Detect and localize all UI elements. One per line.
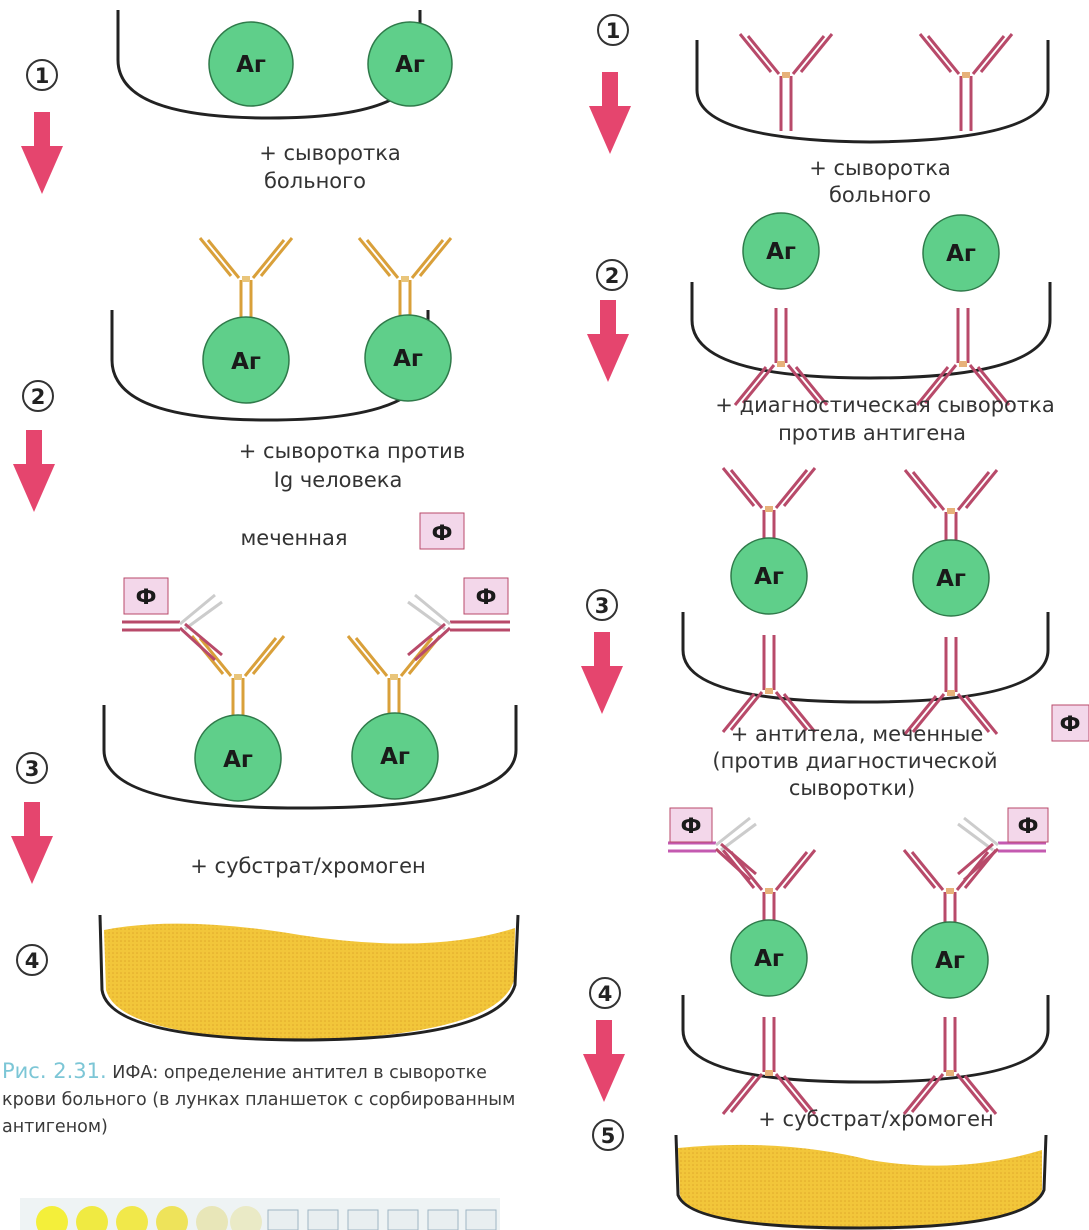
- antigen: Аг: [365, 315, 451, 401]
- step-label: (против диагностической: [712, 749, 997, 773]
- svg-text:Аг: Аг: [766, 239, 796, 265]
- step-label: больного: [829, 183, 931, 207]
- diagnostic-antibody: [723, 635, 815, 732]
- antigen: Аг: [923, 215, 999, 291]
- antigen: Аг: [912, 922, 988, 998]
- labeled-antibody: Ф: [668, 808, 756, 880]
- caption-number: Рис. 2.31.: [2, 1059, 107, 1083]
- arrow-down-icon: [587, 300, 629, 382]
- step-5-marker-right: 5: [593, 1120, 623, 1150]
- arrow-down-icon: [13, 430, 55, 512]
- step-label: против антигена: [778, 421, 966, 445]
- svg-text:Ф: Ф: [1018, 814, 1039, 838]
- antigen: Аг: [743, 213, 819, 289]
- diagnostic-antibody: [904, 1017, 996, 1114]
- antigen: Аг: [203, 317, 289, 403]
- svg-text:Аг: Аг: [236, 52, 266, 78]
- step-label: + антитела, меченные: [731, 722, 984, 746]
- antigen: Аг: [209, 22, 293, 106]
- arrow-down-icon: [583, 1020, 625, 1102]
- diagnostic-antibody: [905, 637, 997, 734]
- well: [104, 705, 516, 808]
- arrow-down-icon: [581, 632, 623, 714]
- svg-text:Аг: Аг: [754, 564, 784, 590]
- diagnostic-antibody: [917, 308, 1009, 405]
- svg-text:3: 3: [595, 594, 610, 618]
- diagnostic-antibody: [723, 1017, 815, 1114]
- step-2-marker-left: 2: [23, 381, 53, 411]
- svg-text:Ф: Ф: [432, 521, 453, 545]
- svg-text:Аг: Аг: [935, 948, 965, 974]
- antigen: Аг: [731, 538, 807, 614]
- svg-text:3: 3: [25, 757, 40, 781]
- step-1-marker-right: 1: [598, 15, 628, 45]
- svg-text:Аг: Аг: [754, 946, 784, 972]
- step-label: + сыворотка: [809, 156, 951, 180]
- svg-text:Ф: Ф: [681, 814, 702, 838]
- step-label: + сыворотка против: [239, 439, 465, 463]
- svg-text:4: 4: [25, 949, 40, 973]
- svg-text:4: 4: [598, 982, 613, 1006]
- step-label: + сыворотка: [259, 141, 401, 165]
- patient-antibody: [200, 238, 292, 330]
- antigen: Аг: [368, 22, 452, 106]
- enzyme-label-icon: Ф: [1052, 705, 1089, 741]
- step-2-marker-right: 2: [597, 260, 627, 290]
- step-3-marker-right: 3: [587, 590, 617, 620]
- enzyme-label-icon: Ф: [420, 513, 464, 549]
- arrow-down-icon: [589, 72, 631, 154]
- svg-text:Аг: Аг: [393, 346, 423, 372]
- svg-text:1: 1: [606, 19, 621, 43]
- diagnostic-antibody: [740, 34, 832, 131]
- well: [683, 995, 1048, 1082]
- step-label: больного: [264, 169, 366, 193]
- arrow-down-icon: [11, 802, 53, 884]
- svg-text:Аг: Аг: [231, 349, 261, 375]
- svg-text:Аг: Аг: [946, 241, 976, 267]
- labeled-text: меченная: [240, 526, 347, 550]
- step-1-marker-left: 1: [27, 60, 57, 90]
- antigen: Аг: [913, 540, 989, 616]
- step-label: сыворотки): [789, 776, 915, 800]
- antigen: Аг: [731, 920, 807, 996]
- svg-text:2: 2: [605, 264, 620, 288]
- svg-text:Аг: Аг: [395, 52, 425, 78]
- step-label: Ig человека: [274, 468, 403, 492]
- diagnostic-antibody: [735, 308, 827, 405]
- figure-caption: Рис. 2.31. ИФА: определение антител в сы…: [2, 1058, 522, 1141]
- svg-text:5: 5: [601, 1124, 616, 1148]
- colored-well: [100, 915, 518, 1040]
- svg-text:Аг: Аг: [223, 747, 253, 773]
- colored-well: [676, 1135, 1046, 1228]
- step-label: + диагностическая сыворотка: [715, 393, 1054, 417]
- svg-text:Аг: Аг: [380, 744, 410, 770]
- step-3-marker-left: 3: [17, 753, 47, 783]
- svg-text:Ф: Ф: [136, 585, 157, 609]
- svg-text:Аг: Аг: [936, 566, 966, 592]
- antigen: Аг: [195, 715, 281, 801]
- arrow-down-icon: [21, 112, 63, 194]
- step-label: + субстрат/хромоген: [758, 1107, 993, 1131]
- step-label: + субстрат/хромоген: [190, 854, 425, 878]
- antigen: Аг: [352, 713, 438, 799]
- svg-text:2: 2: [31, 385, 46, 409]
- diagnostic-antibody: [920, 34, 1012, 131]
- step-4-marker-right: 4: [590, 978, 620, 1008]
- well: [692, 282, 1050, 378]
- svg-text:Ф: Ф: [476, 585, 497, 609]
- microplate-photo: [20, 1198, 500, 1230]
- svg-text:Ф: Ф: [1060, 712, 1081, 736]
- step-4-marker-left: 4: [17, 945, 47, 975]
- well: [683, 612, 1048, 702]
- svg-text:1: 1: [35, 64, 50, 88]
- labeled-antibody: Ф: [958, 808, 1048, 880]
